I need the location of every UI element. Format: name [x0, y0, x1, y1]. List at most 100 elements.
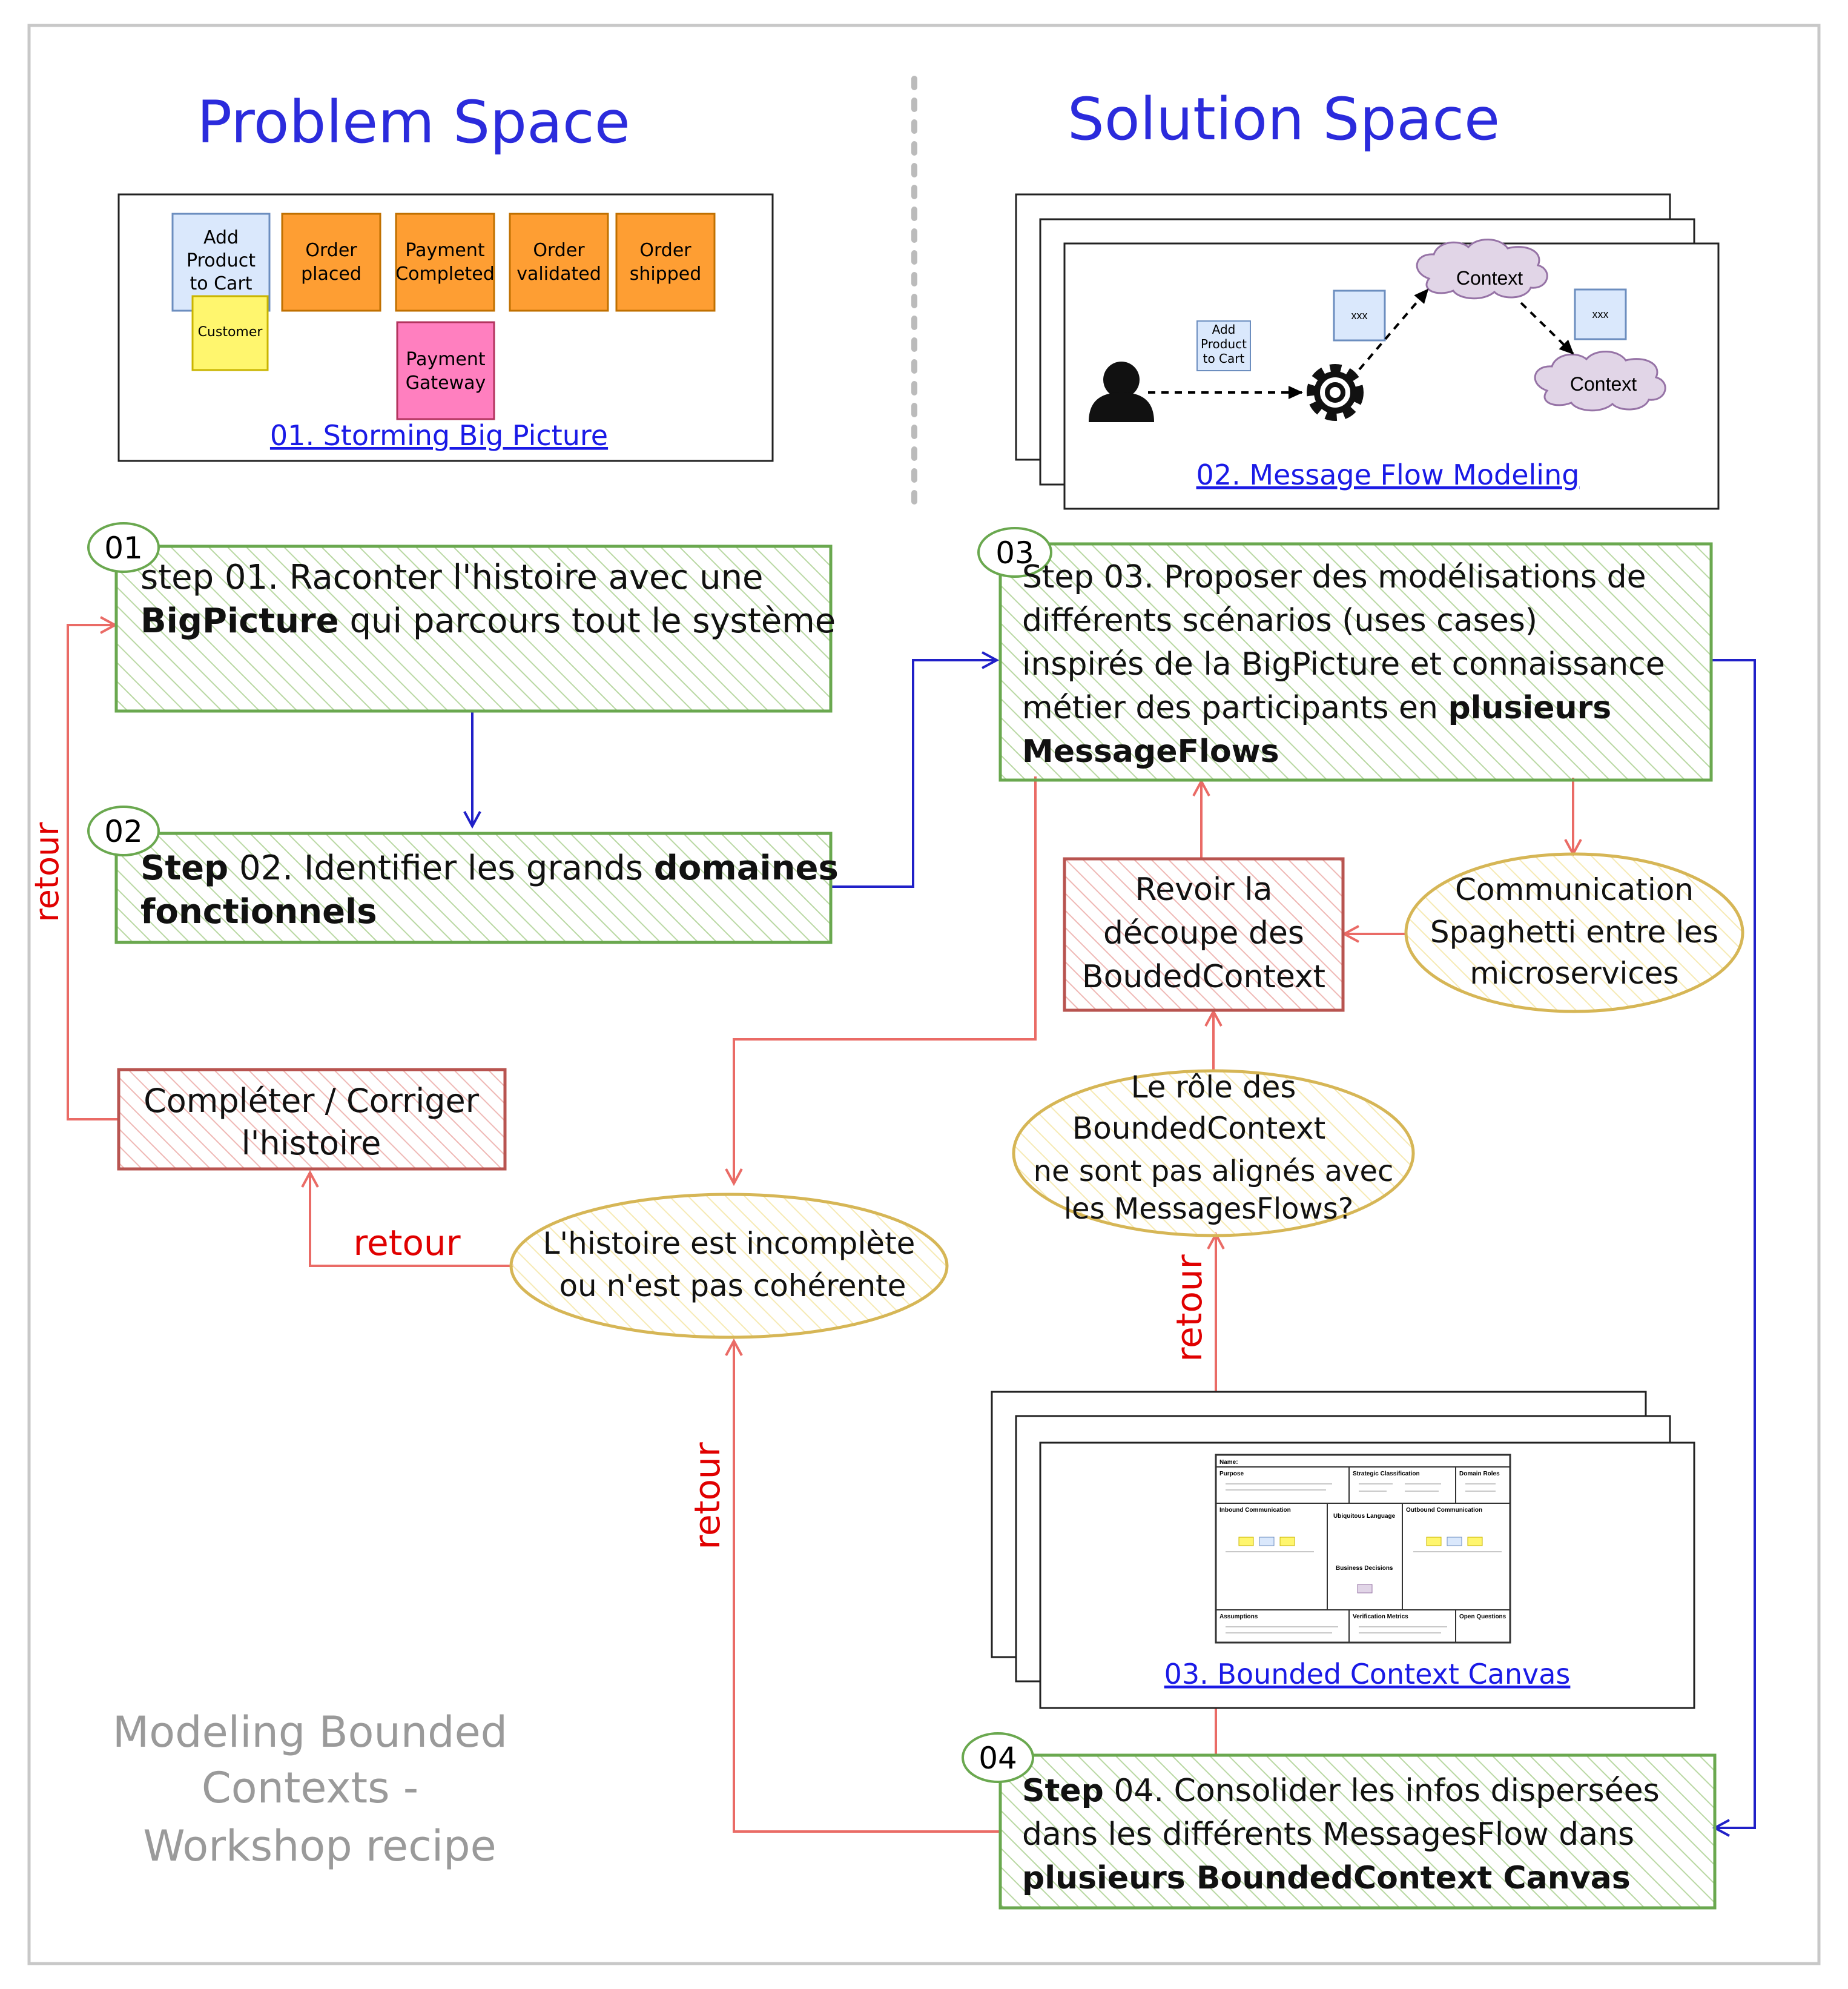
svg-text:ou n'est pas cohérente: ou n'est pas cohérente — [559, 1268, 906, 1303]
edge-completer-to-step1 — [67, 625, 119, 1120]
svg-text:Business Decisions: Business Decisions — [1336, 1565, 1393, 1572]
mf-arrow-gear-context — [1358, 288, 1429, 371]
svg-text:Product: Product — [1201, 337, 1247, 351]
svg-text:l'histoire: l'histoire — [242, 1124, 381, 1162]
svg-text:Inbound Communication: Inbound Communication — [1219, 1507, 1291, 1514]
svg-text:Gateway: Gateway — [406, 372, 486, 394]
svg-text:Order: Order — [305, 240, 357, 261]
big-picture-panel: Add Product to Cart Customer Order place… — [117, 193, 774, 462]
step-1-box: 01 step 01. Raconter l'histoire avec une… — [87, 522, 836, 713]
edge-step4-to-incomplete — [734, 1341, 1000, 1833]
svg-text:Step 02. Identifier les grands: Step 02. Identifier les grands domaines — [140, 849, 839, 888]
svg-text:Modeling Bounded: Modeling Bounded — [113, 1707, 507, 1757]
solution-space-title: Solution Space — [1068, 85, 1500, 153]
svg-text:Add: Add — [1212, 322, 1236, 337]
spaghetti-node: Communication Spaghetti entre les micros… — [1404, 852, 1744, 1013]
histoire-incomplete-node: L'histoire est incomplète ou n'est pas c… — [509, 1193, 949, 1339]
bounded-context-canvas-link[interactable]: 03. Bounded Context Canvas — [1164, 1658, 1571, 1690]
svg-text:shipped: shipped — [630, 263, 702, 285]
svg-text:Le rôle des: Le rôle des — [1131, 1070, 1296, 1105]
step-3-badge — [977, 527, 1052, 578]
svg-text:Verification Metrics: Verification Metrics — [1353, 1613, 1408, 1620]
svg-text:placed: placed — [301, 263, 361, 285]
completer-histoire-node: Compléter / Corriger l'histoire — [117, 1068, 507, 1171]
svg-text:Communication: Communication — [1455, 872, 1694, 907]
svg-text:Outbound Communication: Outbound Communication — [1406, 1507, 1482, 1514]
big-picture-link[interactable]: 01. Storming Big Picture — [270, 419, 608, 452]
svg-text:Spaghetti entre les: Spaghetti entre les — [1430, 915, 1718, 950]
edge-step3-to-step4 — [1710, 659, 1756, 1828]
svg-text:les MessagesFlows?: les MessagesFlows? — [1064, 1192, 1354, 1226]
revoir-decoupe-node: Revoir la découpe des BoudedContext — [1063, 857, 1345, 1012]
problem-space-title: Problem Space — [197, 88, 630, 156]
sticky-order-validated: Order validated — [509, 213, 609, 312]
mf-add-product-sticky: Add Product to Cart — [1196, 320, 1251, 371]
svg-text:Completed: Completed — [395, 263, 495, 285]
svg-text:ne sont pas alignés avec: ne sont pas alignés avec — [1034, 1154, 1394, 1188]
svg-text:Revoir la: Revoir la — [1135, 872, 1272, 908]
step-3-box: 03 Step 03. Proposer des modélisations d… — [977, 527, 1713, 782]
svg-text:Order: Order — [533, 240, 585, 261]
svg-text:Strategic Classification: Strategic Classification — [1353, 1471, 1420, 1477]
svg-text:Purpose: Purpose — [1219, 1471, 1244, 1477]
svg-text:L'histoire est incomplète: L'histoire est incomplète — [543, 1226, 916, 1261]
sticky-customer: Customer — [191, 295, 269, 371]
context-cloud-2: Context — [1534, 351, 1666, 412]
context-cloud-1: Context — [1416, 239, 1548, 300]
mf-command-sticky-2: xxx — [1574, 288, 1627, 340]
edge-step2-to-step3 — [831, 660, 997, 888]
svg-text:Payment: Payment — [406, 349, 486, 370]
gear-icon — [1307, 364, 1364, 421]
retour-label-middle: retour — [353, 1222, 460, 1263]
svg-text:Context: Context — [1570, 373, 1637, 395]
svg-text:Ubiquitous Language: Ubiquitous Language — [1333, 1513, 1396, 1520]
sticky-order-placed: Order placed — [281, 213, 381, 312]
footer-caption: Modeling Bounded Contexts - Workshop rec… — [113, 1707, 507, 1871]
svg-text:microservices: microservices — [1470, 956, 1678, 991]
retour-label-left: retour — [28, 822, 66, 922]
svg-text:fonctionnels: fonctionnels — [140, 892, 377, 932]
svg-text:xxx: xxx — [1592, 308, 1609, 320]
svg-text:inspirés de la BigPicture et c: inspirés de la BigPicture et connaissanc… — [1022, 646, 1665, 683]
svg-text:Domain Roles: Domain Roles — [1459, 1471, 1500, 1477]
svg-text:Step 03. Proposer des modélisa: Step 03. Proposer des modélisations de — [1022, 559, 1646, 595]
retour-label-right: retour — [1169, 1254, 1210, 1362]
canvas-thumbnail: Name: Purpose Strategic Classification D… — [1215, 1454, 1511, 1644]
message-flow-link[interactable]: 02. Message Flow Modeling — [1196, 458, 1580, 491]
edge-incomplete-to-completer — [310, 1173, 513, 1267]
svg-text:02: 02 — [104, 814, 143, 849]
step-1-badge — [87, 522, 160, 573]
sticky-payment-completed: Payment Completed — [395, 213, 495, 312]
edge-step3-to-incomplete — [734, 776, 1037, 1183]
svg-text:to Cart: to Cart — [1203, 351, 1245, 366]
svg-text:xxx: xxx — [1351, 309, 1368, 322]
svg-text:validated: validated — [516, 263, 601, 285]
svg-text:BoundedContext: BoundedContext — [1072, 1111, 1325, 1146]
svg-text:Add: Add — [203, 227, 239, 248]
svg-text:Open Questions: Open Questions — [1459, 1613, 1506, 1620]
bounded-context-canvas-panel: Name: Purpose Strategic Classification D… — [991, 1391, 1695, 1709]
svg-text:dans les différents MessagesFl: dans les différents MessagesFlow dans — [1022, 1816, 1634, 1853]
svg-text:Contexts -: Contexts - — [202, 1763, 418, 1813]
svg-text:BoudedContext: BoudedContext — [1082, 959, 1325, 995]
svg-text:Product: Product — [186, 250, 256, 271]
svg-text:03: 03 — [995, 535, 1034, 571]
svg-text:MessageFlows: MessageFlows — [1022, 733, 1279, 770]
svg-text:to Cart: to Cart — [190, 273, 252, 294]
svg-text:Payment: Payment — [405, 240, 485, 261]
svg-text:métier des participants en plu: métier des participants en plusieurs — [1022, 690, 1611, 726]
step-4-badge — [962, 1732, 1034, 1783]
svg-text:Assumptions: Assumptions — [1219, 1613, 1258, 1620]
step-2-box: 02 Step 02. Identifier les grands domain… — [87, 806, 839, 944]
svg-text:step 01. Raconter l'histoire a: step 01. Raconter l'histoire avec une — [140, 558, 764, 597]
svg-text:Customer: Customer — [198, 325, 263, 340]
svg-text:découpe des: découpe des — [1103, 915, 1304, 951]
svg-text:Context: Context — [1456, 267, 1523, 289]
sticky-order-shipped: Order shipped — [615, 213, 716, 312]
retour-label-bottom: retour — [687, 1442, 728, 1549]
svg-text:différents scénarios (uses cas: différents scénarios (uses cases) — [1022, 603, 1537, 639]
role-bounded-context-node: Le rôle des BoundedContext ne sont pas a… — [1012, 1069, 1415, 1237]
step-2-badge — [87, 806, 160, 856]
svg-text:Order: Order — [639, 240, 691, 261]
